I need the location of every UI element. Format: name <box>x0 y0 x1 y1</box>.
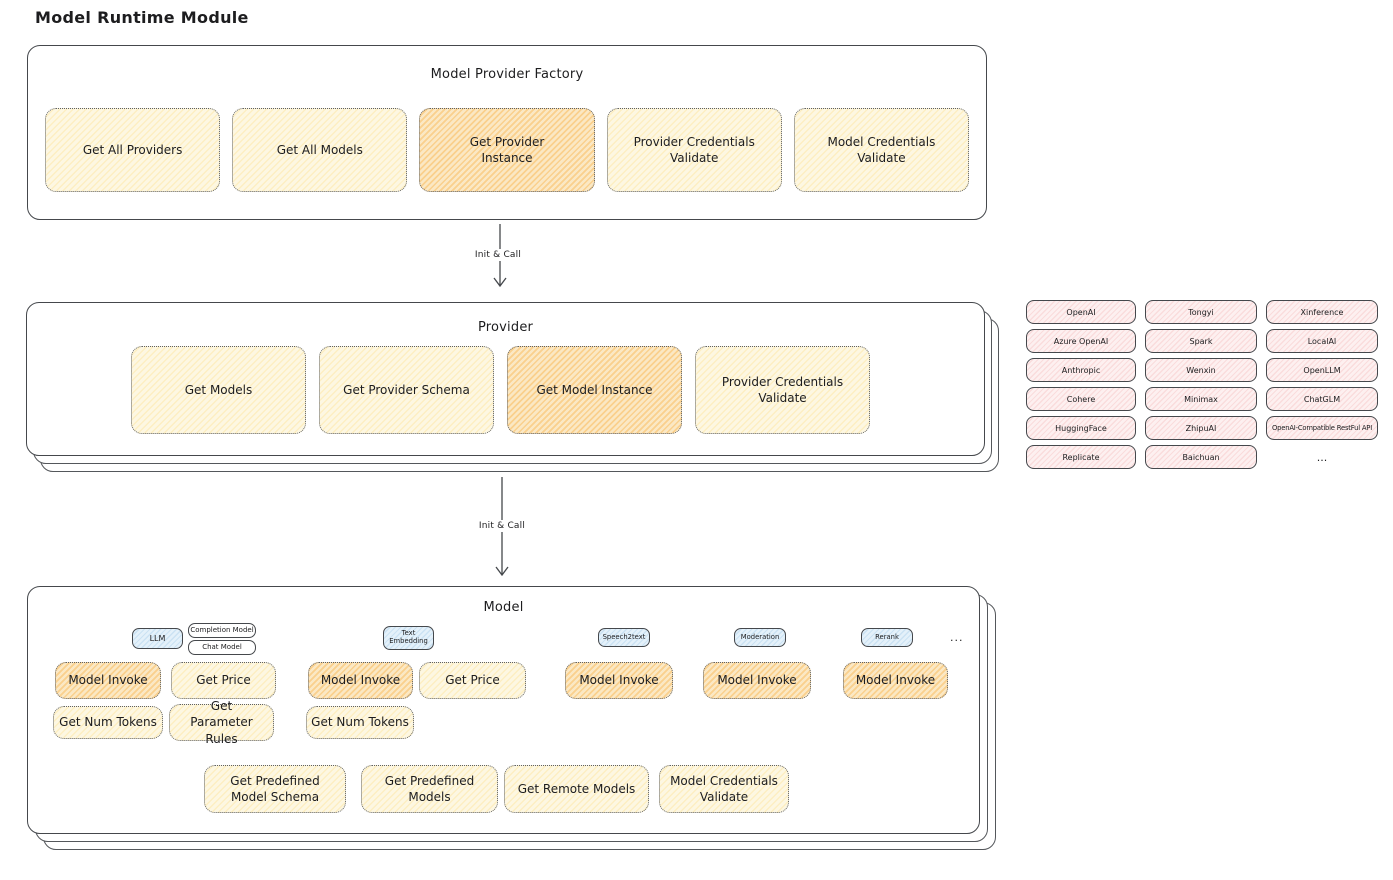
provider-chip: OpenAI-Compatible RestFul API <box>1266 416 1378 440</box>
get-all-providers-box: Get All Providers <box>45 108 221 192</box>
get-all-models-box: Get All Models <box>232 108 408 192</box>
get-provider-instance-box: Get Provider Instance <box>419 108 595 192</box>
embedding-model-invoke-box: Model Invoke <box>308 662 413 699</box>
provider-chip: OpenAI <box>1026 300 1136 324</box>
chat-model-tag: Chat Model <box>188 640 256 655</box>
provider-credentials-validate-box: Provider Credentials Validate <box>606 108 782 192</box>
provider-chip: Baichuan <box>1145 445 1257 469</box>
completion-model-tag: Completion Model <box>188 623 256 638</box>
provider-chip: Tongyi <box>1145 300 1257 324</box>
provider-chip: OpenLLM <box>1266 358 1378 382</box>
model-title: Model <box>483 600 524 615</box>
init-call-label-1: Init & Call <box>462 249 534 261</box>
get-models-box: Get Models <box>131 346 306 434</box>
provider-chip: Replicate <box>1026 445 1136 469</box>
provider-chip: Xinference <box>1266 300 1378 324</box>
speech2text-model-invoke-box: Model Invoke <box>565 662 673 699</box>
provider-title: Provider <box>477 320 534 335</box>
llm-tag: LLM <box>132 628 183 649</box>
factory-title: Model Provider Factory <box>430 67 584 82</box>
model-box: Model LLM Completion Model Chat Model Te… <box>27 586 980 834</box>
rerank-tag: Rerank <box>861 628 913 647</box>
moderation-model-invoke-box: Model Invoke <box>703 662 811 699</box>
provider-chip: Azure OpenAI <box>1026 329 1136 353</box>
llm-get-num-tokens-box: Get Num Tokens <box>53 706 163 739</box>
llm-model-invoke-box: Model Invoke <box>55 662 161 699</box>
provider-chip: Cohere <box>1026 387 1136 411</box>
get-predefined-models-box: Get Predefined Models <box>361 765 498 813</box>
provider-chip: Wenxin <box>1145 358 1257 382</box>
text-embedding-tag: Text Embedding <box>383 626 434 650</box>
embedding-get-price-box: Get Price <box>419 662 526 699</box>
provider-chip: Minimax <box>1145 387 1257 411</box>
provider-chip: Anthropic <box>1026 358 1136 382</box>
provider-chip: Spark <box>1145 329 1257 353</box>
model-credentials-validate-box: Model Credentials Validate <box>793 108 970 192</box>
factory-row: Get All Providers Get All Models Get Pro… <box>45 108 970 192</box>
speech2text-tag: Speech2text <box>598 628 650 647</box>
provider-chip: LocalAI <box>1266 329 1378 353</box>
moderation-tag: Moderation <box>734 628 786 647</box>
model-provider-factory-box: Model Provider Factory Get All Providers… <box>27 45 987 220</box>
get-remote-models-box: Get Remote Models <box>504 765 649 813</box>
model-tags-more: ... <box>950 631 964 644</box>
provider-chip: HuggingFace <box>1026 416 1136 440</box>
llm-get-price-box: Get Price <box>171 662 276 699</box>
get-provider-schema-box: Get Provider Schema <box>319 346 494 434</box>
embedding-get-num-tokens-box: Get Num Tokens <box>306 706 414 739</box>
page-title: Model Runtime Module <box>35 8 249 27</box>
provider-box: Provider Get Models Get Provider Schema … <box>26 302 985 456</box>
providers-more: ... <box>1316 450 1328 464</box>
rerank-model-invoke-box: Model Invoke <box>843 662 948 699</box>
init-call-label-2: Init & Call <box>466 520 538 532</box>
provider-chip: ZhipuAI <box>1145 416 1257 440</box>
provider-row: Get Models Get Provider Schema Get Model… <box>131 346 870 434</box>
get-model-instance-box: Get Model Instance <box>507 346 682 434</box>
get-predefined-model-schema-box: Get Predefined Model Schema <box>204 765 346 813</box>
llm-get-parameter-rules-box: Get Parameter Rules <box>169 699 274 746</box>
provider-credentials-validate-box-2: Provider Credentials Validate <box>695 346 870 434</box>
model-credentials-validate-box-2: Model Credentials Validate <box>659 765 789 813</box>
provider-chip: ChatGLM <box>1266 387 1378 411</box>
